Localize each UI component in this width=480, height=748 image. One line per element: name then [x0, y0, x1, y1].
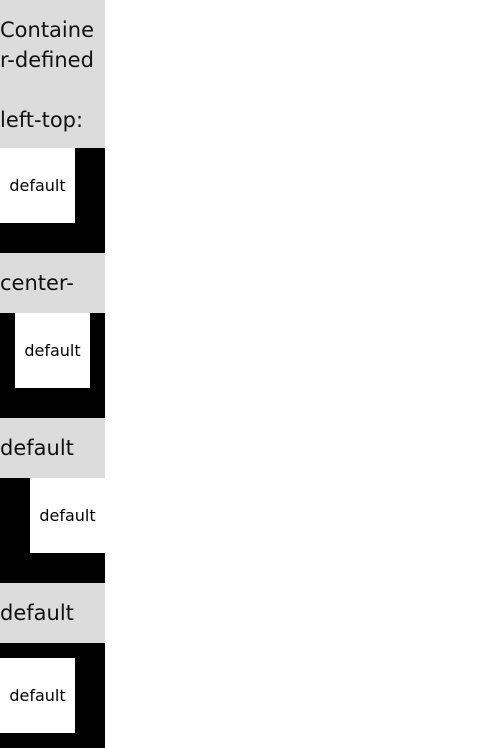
container-box-left-top: default: [0, 148, 105, 253]
container-box-right: default: [0, 478, 105, 583]
label-line: left-top:: [0, 108, 84, 132]
label-line: Containe: [0, 18, 94, 42]
label-heading: Containe r-defined: [0, 15, 105, 75]
demo-column: Containe r-defined left-top: default cen…: [0, 0, 105, 748]
section-label-default-2: default: [0, 583, 105, 643]
container-box-left-bottom: default: [0, 643, 105, 748]
section-label-container-defined: Containe r-defined left-top:: [0, 0, 105, 148]
item-text: default: [9, 686, 66, 705]
positioned-item: default: [15, 313, 90, 388]
section-label-default: default: [0, 418, 105, 478]
positioned-item: default: [0, 658, 75, 733]
section-label-center: center-: [0, 253, 105, 313]
label-line: r-defined: [0, 48, 94, 72]
positioned-item: default: [30, 478, 105, 553]
item-text: default: [9, 176, 66, 195]
item-text: default: [39, 506, 96, 525]
item-text: default: [24, 341, 81, 360]
positioned-item: default: [0, 148, 75, 223]
container-box-center: default: [0, 313, 105, 418]
